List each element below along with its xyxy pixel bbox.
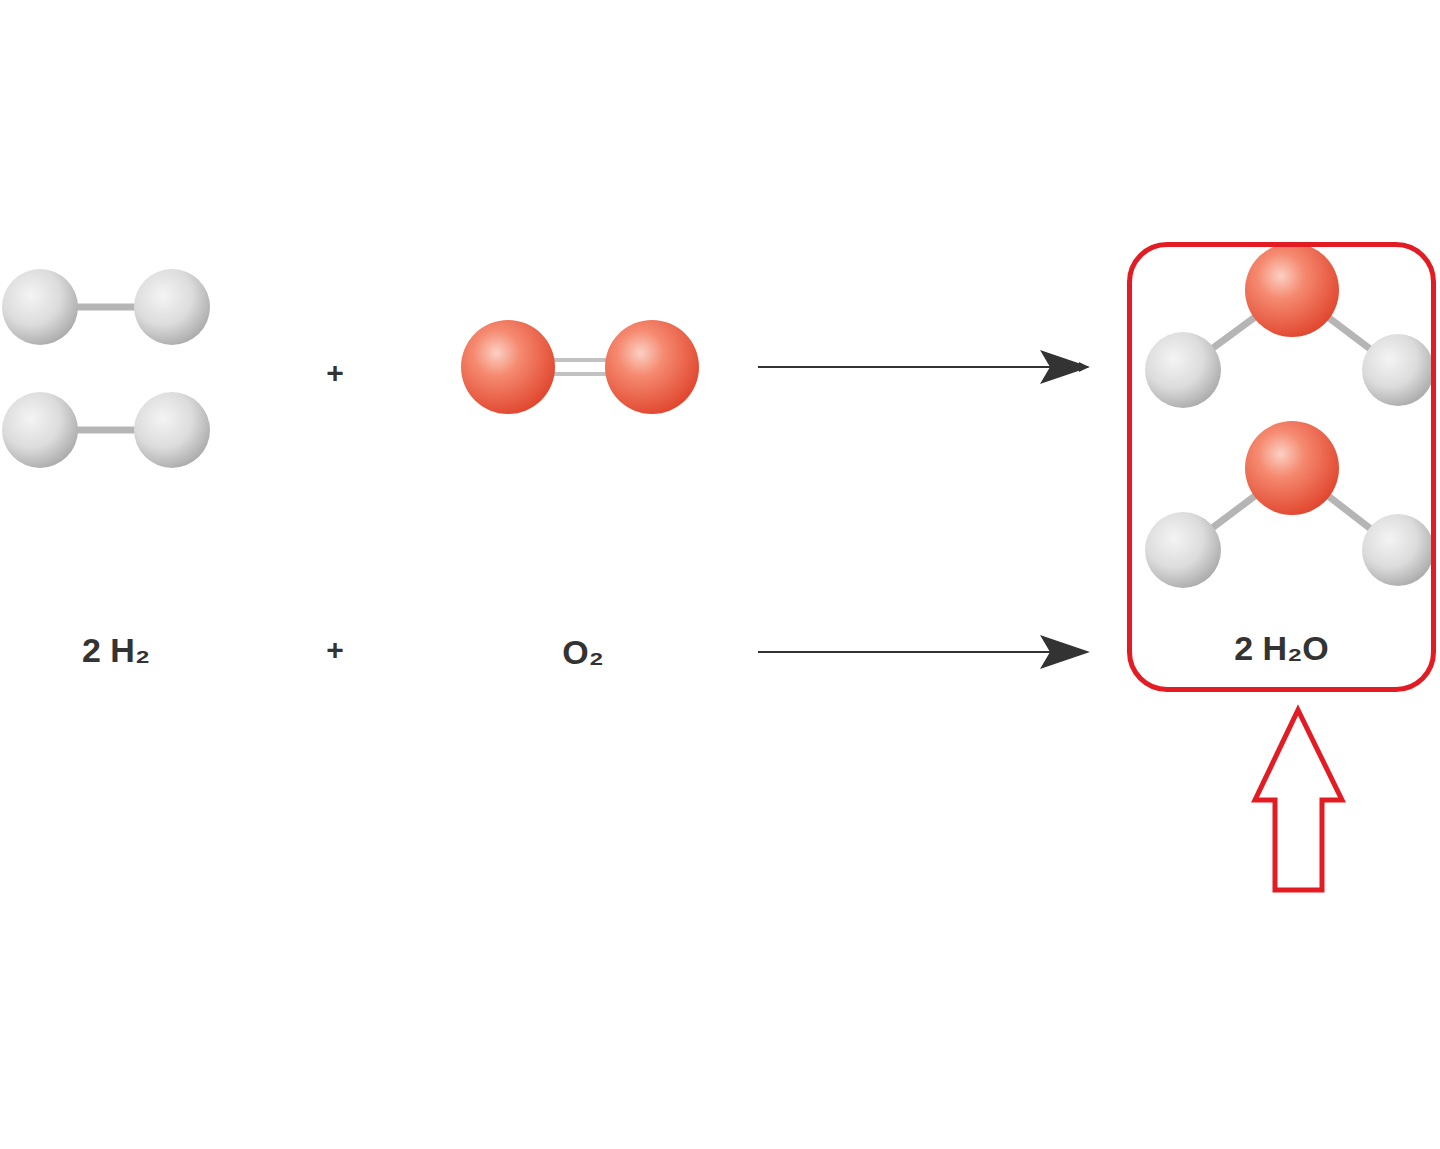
hydrogen-molecule (2, 392, 210, 468)
formula-label: 2 H₂ (82, 633, 150, 667)
reaction-arrow (758, 366, 1088, 368)
oxygen-molecule (461, 320, 699, 414)
product-highlight-box: 2 H₂O (1127, 242, 1436, 692)
water-molecule (1145, 243, 1434, 408)
pointer-arrow (1255, 710, 1342, 890)
formula-label: O₂ (562, 635, 604, 669)
hydrogen-molecule (2, 269, 210, 345)
plus-sign: + (326, 358, 344, 388)
formula-label: 2 H₂O (1234, 631, 1328, 665)
reaction-arrowhead (1040, 350, 1090, 384)
reaction-arrowhead (1040, 635, 1090, 669)
reaction-arrow (758, 651, 1060, 653)
plus-sign: + (326, 635, 344, 665)
water-molecule (1145, 421, 1434, 588)
